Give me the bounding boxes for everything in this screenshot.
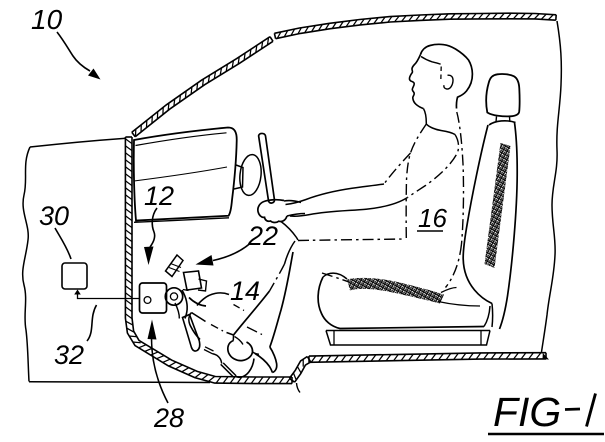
svg-text:FIG: FIG bbox=[493, 389, 561, 435]
svg-text:22: 22 bbox=[247, 221, 278, 251]
svg-text:32: 32 bbox=[54, 340, 84, 370]
svg-text:14: 14 bbox=[230, 276, 260, 306]
svg-text:16: 16 bbox=[418, 203, 447, 233]
svg-text:12: 12 bbox=[144, 181, 174, 211]
svg-text:28: 28 bbox=[153, 403, 184, 433]
svg-text:30: 30 bbox=[39, 201, 69, 231]
svg-text:10: 10 bbox=[31, 4, 63, 35]
